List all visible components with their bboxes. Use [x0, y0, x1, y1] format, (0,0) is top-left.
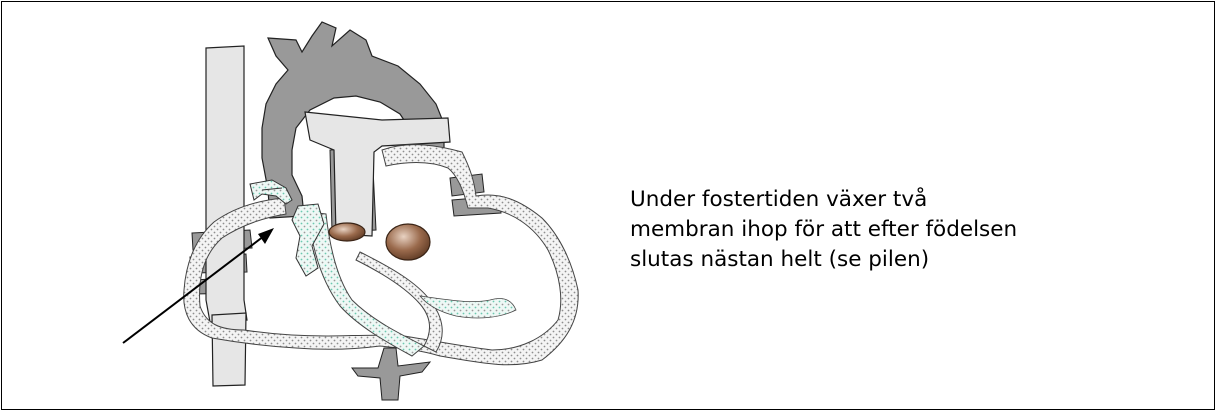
- caption-line-2: membran ihop för att efter födelsen: [630, 215, 1170, 245]
- inferior-vena-cava: [212, 313, 246, 386]
- caption: Under fostertiden växer två membran ihop…: [630, 185, 1170, 275]
- pulmonary-valve: [329, 223, 365, 241]
- caption-line-3: slutas nästan helt (se pilen): [630, 245, 1170, 275]
- aortic-valve: [386, 224, 430, 260]
- descending-aorta: [352, 348, 430, 400]
- superior-vena-cava: [206, 46, 247, 322]
- caption-line-1: Under fostertiden växer två: [630, 185, 1170, 215]
